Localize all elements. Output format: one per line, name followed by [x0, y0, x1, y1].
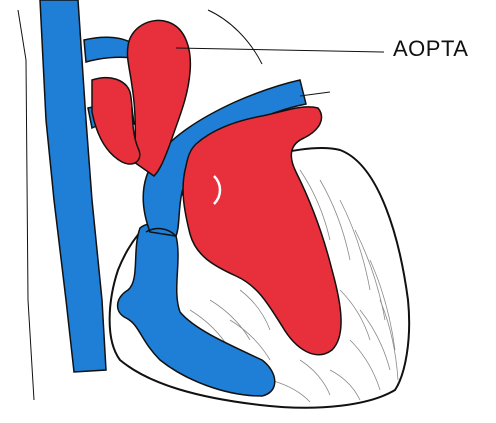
vessel-outline: [18, 10, 34, 400]
callout-leader-line: [176, 48, 384, 52]
vessel-outline: [300, 92, 330, 96]
aorta-label: AOPTA: [393, 36, 468, 62]
vessel-outline: [208, 10, 262, 64]
pulmonary-branch-upper: [84, 37, 132, 62]
